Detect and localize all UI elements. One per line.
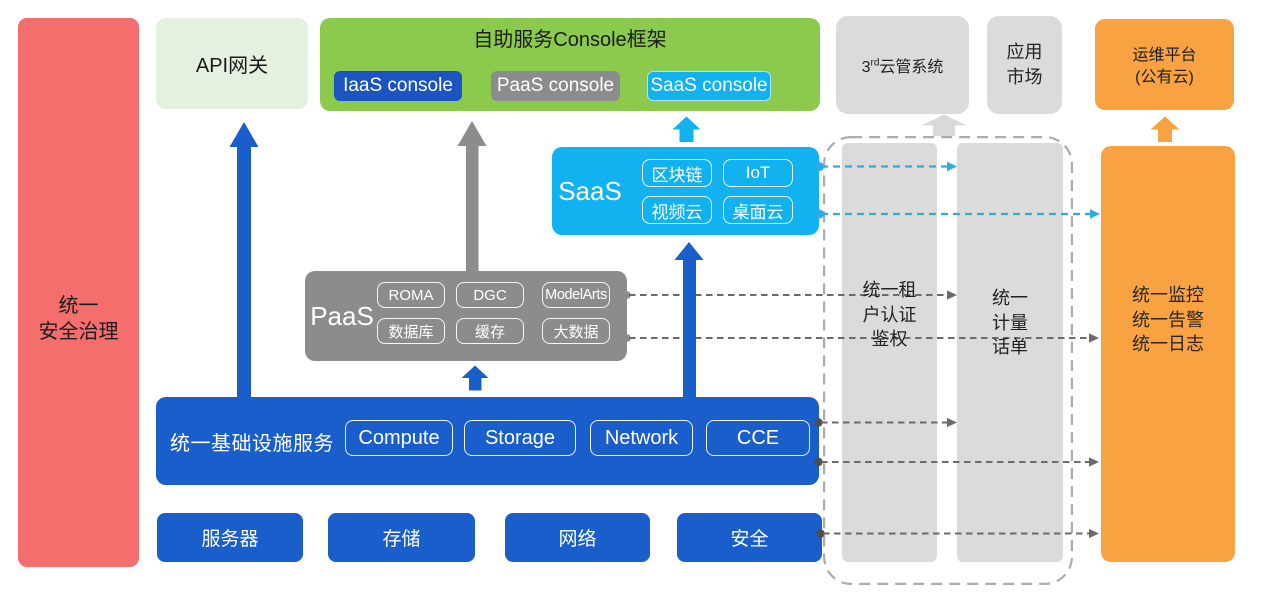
paas-to-monitoring-arrowhead: [1089, 333, 1099, 343]
infrastructure-box: [156, 397, 819, 485]
infra-to-saas-arrow: [674, 242, 704, 397]
iaas-console-button[interactable]: IaaS console: [334, 71, 462, 101]
saas-to-monitoring-arrowhead: [1090, 209, 1100, 219]
unified-security-governance-bar: [18, 18, 139, 567]
app-market-label: 应用 市场: [1006, 42, 1043, 87]
saas-service-video-cloud[interactable]: 视频云: [642, 196, 712, 224]
paas-console-button[interactable]: PaaS console: [491, 71, 620, 101]
infra-service-network[interactable]: Network: [590, 420, 693, 456]
console-frame-title: 自助服务Console框架: [473, 29, 667, 51]
api-gateway-label: API网关: [195, 55, 269, 77]
infra-service-cce[interactable]: CCE: [706, 420, 810, 456]
monitoring-to-ops-platform-arrow: [1150, 116, 1180, 142]
paas-to-console-arrow: [457, 121, 487, 271]
ops-platform-label: 运维平台 (公有云): [1132, 47, 1197, 86]
hardware-network-box: 网络: [505, 513, 650, 562]
security-to-monitoring-arrowhead: [1089, 528, 1099, 539]
saas-label: SaaS: [558, 175, 622, 206]
hardware-security-box: 安全: [677, 513, 822, 562]
saas-service-blockchain[interactable]: 区块链: [642, 159, 712, 187]
paas-service-roma[interactable]: ROMA: [377, 282, 445, 308]
unified-monitoring-box: [1101, 146, 1235, 562]
saas-service-iot[interactable]: IoT: [723, 159, 793, 187]
third-party-cloud-label: 3rd云管系统: [861, 57, 944, 76]
saas-to-console-arrow: [672, 116, 701, 142]
paas-service-modelarts[interactable]: ModelArts: [542, 282, 610, 308]
infra-service-storage[interactable]: Storage: [464, 420, 576, 456]
paas-service-database[interactable]: 数据库: [377, 318, 445, 344]
infra-to-api-arrow: [229, 122, 259, 397]
infrastructure-label: 统一基础设施服务: [170, 432, 334, 455]
container-to-thirdparty-arrow: [921, 114, 967, 136]
third-party-cloud-box: 3rd云管系统: [836, 16, 969, 114]
infra-to-metering-arrowhead: [947, 417, 957, 428]
paas-service-cache[interactable]: 缓存: [456, 318, 524, 344]
unified-security-governance-label: 统一 安全治理: [38, 295, 119, 343]
metering-label: 统一 计量 话单: [992, 288, 1028, 357]
tenant-auth-pillar: [842, 143, 937, 562]
paas-label: PaaS: [310, 300, 374, 331]
hardware-storage-box: 存储: [328, 513, 475, 562]
infra-to-monitoring-arrowhead: [1089, 457, 1099, 467]
app-market-box: 应用 市场: [987, 16, 1062, 114]
infra-to-paas-arrow: [461, 365, 489, 391]
tenant-auth-label: 统一租 户认证 鉴权: [862, 280, 917, 349]
saas-to-metering-arrowhead: [947, 161, 957, 172]
saas-service-desktop-cloud[interactable]: 桌面云: [723, 196, 793, 224]
unified-monitoring-label: 统一监控 统一告警 统一日志: [1132, 285, 1204, 354]
api-gateway-box: API网关: [156, 18, 308, 109]
paas-to-metering-arrowhead: [947, 290, 957, 300]
paas-box: [305, 271, 627, 361]
saas-console-button[interactable]: SaaS console: [647, 71, 771, 101]
ops-platform-box: 运维平台 (公有云): [1095, 19, 1234, 110]
paas-service-dgc[interactable]: DGC: [456, 282, 524, 308]
saas-box: [552, 147, 819, 235]
paas-service-bigdata[interactable]: 大数据: [542, 318, 610, 344]
infra-service-compute[interactable]: Compute: [345, 420, 453, 456]
hardware-server-box: 服务器: [157, 513, 303, 562]
